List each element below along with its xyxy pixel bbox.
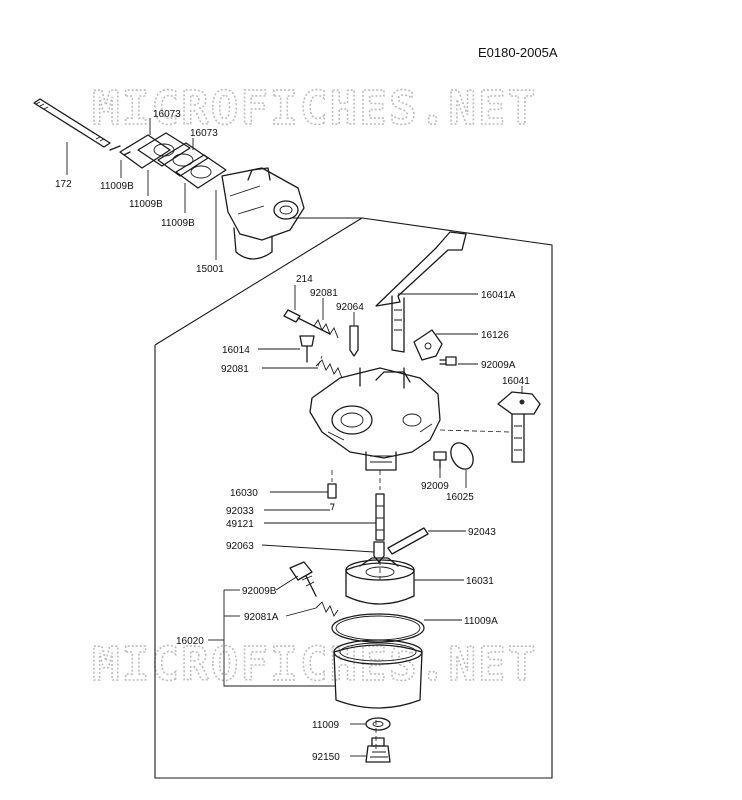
label-11009: 11009	[312, 720, 340, 731]
throttle-plate-16126	[413, 329, 443, 361]
carburetor-assembly-15001	[221, 167, 305, 260]
label-11009B-a: 11009B	[100, 181, 134, 192]
label-92009: 92009	[421, 481, 449, 492]
needle-valve-92063	[373, 541, 385, 563]
label-16073-a: 16073	[153, 109, 181, 120]
label-16041: 16041	[502, 376, 530, 387]
drain-screw-92009B	[289, 561, 317, 597]
pilot-screw-16014	[299, 335, 315, 363]
label-11009B-b: 11009B	[129, 199, 163, 210]
choke-lever-16041A	[375, 231, 467, 353]
float-pin-92043	[387, 527, 429, 555]
label-92009A: 92009A	[481, 360, 516, 371]
needle-92064	[349, 325, 359, 357]
label-92033: 92033	[226, 506, 254, 517]
label-11009A: 11009A	[464, 616, 498, 627]
label-92009B: 92009B	[242, 586, 277, 597]
nozzle-92033	[330, 503, 335, 511]
bolt-92150	[365, 737, 391, 763]
stud-bolt-172	[33, 98, 111, 148]
label-92063: 92063	[226, 541, 254, 552]
washer-11009	[365, 717, 391, 731]
leaders-main	[208, 285, 523, 757]
gasket-set	[109, 132, 227, 189]
label-16020: 16020	[176, 636, 204, 647]
float-chamber-body	[309, 367, 441, 471]
label-16014: 16014	[222, 345, 250, 356]
watermark-bottom: MICROFICHES.NET	[92, 637, 537, 691]
assembly-frame	[154, 217, 553, 779]
watermark-top: MICROFICHES.NET	[92, 81, 537, 135]
label-16030: 16030	[230, 488, 258, 499]
label-92064: 92064	[336, 302, 364, 313]
label-15001: 15001	[196, 264, 224, 275]
label-16073-b: 16073	[190, 128, 218, 139]
label-16126: 16126	[481, 330, 509, 341]
main-jet-16030	[327, 483, 337, 499]
label-172: 172	[55, 179, 72, 190]
leaders-upper	[66, 118, 217, 260]
label-92043: 92043	[468, 527, 496, 538]
label-92081A: 92081A	[244, 612, 279, 623]
label-92081-lower: 92081	[221, 364, 249, 375]
plate-16025	[450, 442, 474, 470]
throttle-lever-16041	[497, 391, 541, 463]
screw-92009	[433, 451, 447, 469]
label-49121: 49121	[226, 519, 254, 530]
label-16041A: 16041A	[481, 290, 516, 301]
spring-92081A	[315, 601, 339, 617]
emulsion-tube-49121	[375, 493, 385, 541]
label-16025: 16025	[446, 492, 474, 503]
spring-92081-upper	[313, 319, 339, 339]
label-92081-upper: 92081	[310, 288, 338, 299]
label-92150: 92150	[312, 752, 340, 763]
spring-92081-lower	[315, 359, 343, 379]
bracket-16020	[223, 590, 336, 687]
label-11009B-c: 11009B	[161, 218, 195, 229]
label-214: 214	[296, 274, 313, 285]
float-16031	[345, 557, 415, 605]
diagram-reference-code: E0180-2005A	[478, 45, 558, 60]
float-bowl-16020	[333, 639, 423, 709]
part-labels: 172 16073 16073 11009B 11009B 11009B 150…	[55, 109, 530, 763]
label-16031: 16031	[466, 576, 494, 587]
screw-92009A	[439, 356, 457, 366]
